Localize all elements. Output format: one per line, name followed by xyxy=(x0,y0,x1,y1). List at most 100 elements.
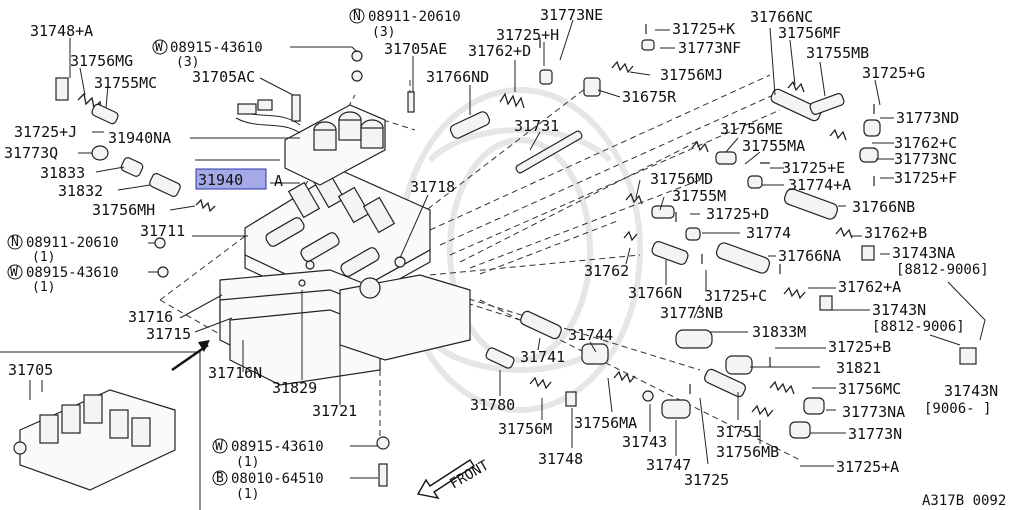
part-label-31743NA[interactable]: 31743NA xyxy=(892,244,955,262)
fastener-qty: (3) xyxy=(176,55,199,70)
part-label-31725B[interactable]: 31725+B xyxy=(828,338,891,356)
part-label-31755MA[interactable]: 31755MA xyxy=(742,137,805,155)
part-label-31773NA[interactable]: 31773NA xyxy=(842,403,905,421)
part-label-31773NE[interactable]: 31773NE xyxy=(540,6,603,24)
fastener-prefix: N xyxy=(353,9,361,24)
part-label-31756MB[interactable]: 31756MB xyxy=(716,443,779,461)
part-label-31762[interactable]: 31762 xyxy=(584,262,629,280)
part-label-31744[interactable]: 31744 xyxy=(568,326,613,344)
part-label-31762C[interactable]: 31762+C xyxy=(894,134,957,152)
part-label-31725D[interactable]: 31725+D xyxy=(706,205,769,223)
part-label-31718[interactable]: 31718 xyxy=(410,178,455,196)
highlighted-part-box[interactable] xyxy=(195,168,267,190)
fastener-prefix: B xyxy=(216,471,224,486)
part-label-31832[interactable]: 31832 xyxy=(58,182,103,200)
fastener-code: 08911-20610 xyxy=(26,235,119,251)
part-label-31741[interactable]: 31741 xyxy=(520,348,565,366)
part-label-31773NC[interactable]: 31773NC xyxy=(894,150,957,168)
part-label-31762B[interactable]: 31762+B xyxy=(864,224,927,242)
date-range-31743NA: [8812-9006] xyxy=(896,262,989,278)
part-label-31940A[interactable]: A xyxy=(274,172,283,190)
fastener-prefix: W xyxy=(10,265,18,280)
part-label-31766NC[interactable]: 31766NC xyxy=(750,8,813,26)
part-label-31773ND[interactable]: 31773ND xyxy=(896,109,959,127)
fastener-code: 08911-20610 xyxy=(368,9,461,25)
part-label-31756MH[interactable]: 31756MH xyxy=(92,201,155,219)
part-label-31756MC[interactable]: 31756MC xyxy=(838,380,901,398)
date-range-labels: [8812-9006] [8812-9006] [9006- ] xyxy=(872,262,991,417)
part-label-31705AE[interactable]: 31705AE xyxy=(384,40,447,58)
fastener-n-top[interactable]: N 08911-20610 (3) xyxy=(349,8,461,40)
part-label-31756MF[interactable]: 31756MF xyxy=(778,24,841,42)
part-label-31756MJ[interactable]: 31756MJ xyxy=(660,66,723,84)
part-label-31821[interactable]: 31821 xyxy=(836,359,881,377)
fastener-w-bottom[interactable]: W 08915-43610 (1) xyxy=(212,438,324,470)
part-label-31731[interactable]: 31731 xyxy=(514,117,559,135)
part-label-31748A[interactable]: 31748+A xyxy=(30,22,93,40)
part-label-31773NB[interactable]: 31773NB xyxy=(660,304,723,322)
part-label-31780[interactable]: 31780 xyxy=(470,396,515,414)
fastener-n-left[interactable]: N 08911-20610 (1) xyxy=(7,234,119,265)
solenoid-assembly xyxy=(235,99,386,186)
fastener-b-bottom[interactable]: B 08010-64510 (1) xyxy=(212,470,324,502)
part-label-31751[interactable]: 31751 xyxy=(716,423,761,441)
part-label-31755M[interactable]: 31755M xyxy=(672,187,726,205)
part-label-31725[interactable]: 31725 xyxy=(684,471,729,489)
part-label-31766ND[interactable]: 31766ND xyxy=(426,68,489,86)
part-label-31747[interactable]: 31747 xyxy=(646,456,691,474)
part-label-31715[interactable]: 31715 xyxy=(146,325,191,343)
fastener-w-left[interactable]: W 08915-43610 (1) xyxy=(7,264,119,295)
part-label-31721[interactable]: 31721 xyxy=(312,402,357,420)
fastener-code: 08915-43610 xyxy=(170,40,263,56)
part-label-31725K[interactable]: 31725+K xyxy=(672,20,735,38)
fastener-code: 08010-64510 xyxy=(231,471,324,487)
part-label-31756MG[interactable]: 31756MG xyxy=(70,52,133,70)
part-label-31762A[interactable]: 31762+A xyxy=(838,278,901,296)
date-range-31743N-2: [9006- ] xyxy=(924,401,991,417)
part-label-31762D[interactable]: 31762+D xyxy=(468,42,531,60)
part-label-31725G[interactable]: 31725+G xyxy=(862,64,925,82)
part-label-31755MB[interactable]: 31755MB xyxy=(806,44,869,62)
part-label-31756MA[interactable]: 31756MA xyxy=(574,414,637,432)
part-label-31773Q[interactable]: 31773Q xyxy=(4,144,58,162)
fastener-w-top[interactable]: W 08915-43610 (3) xyxy=(152,39,263,70)
part-label-31725E[interactable]: 31725+E xyxy=(782,159,845,177)
part-label-31940[interactable]: 31940 xyxy=(198,171,243,189)
part-label-31725C[interactable]: 31725+C xyxy=(704,287,767,305)
fastener-qty: (3) xyxy=(372,25,395,40)
part-label-31833M[interactable]: 31833M xyxy=(752,323,806,341)
part-label-31743N-2[interactable]: 31743N xyxy=(944,382,998,400)
part-label-31766NA[interactable]: 31766NA xyxy=(778,247,841,265)
part-label-31755MC[interactable]: 31755MC xyxy=(94,74,157,92)
part-label-31711[interactable]: 31711 xyxy=(140,222,185,240)
part-label-31725F[interactable]: 31725+F xyxy=(894,169,957,187)
part-label-31756ME[interactable]: 31756ME xyxy=(720,120,783,138)
part-label-31716[interactable]: 31716 xyxy=(128,308,173,326)
inset-valve-body xyxy=(13,380,176,491)
reference-code: A317B 0092 xyxy=(922,493,1006,509)
part-labels: 31748+A 31756MG 31755MC 31725+J 31773Q 3… xyxy=(4,6,998,489)
part-label-31743[interactable]: 31743 xyxy=(622,433,667,451)
part-label-31774A[interactable]: 31774+A xyxy=(788,176,851,194)
part-label-31756MD[interactable]: 31756MD xyxy=(650,170,713,188)
part-label-31705AC[interactable]: 31705AC xyxy=(192,68,255,86)
part-label-31705[interactable]: 31705 xyxy=(8,361,53,379)
part-label-31940NA[interactable]: 31940NA xyxy=(108,129,171,147)
part-label-31766N[interactable]: 31766N xyxy=(628,284,682,302)
part-label-31774[interactable]: 31774 xyxy=(746,224,791,242)
part-label-31829[interactable]: 31829 xyxy=(272,379,317,397)
part-label-31725H[interactable]: 31725+H xyxy=(496,26,559,44)
fastener-qty: (1) xyxy=(32,250,55,265)
part-label-31766NB[interactable]: 31766NB xyxy=(852,198,915,216)
part-label-31756M[interactable]: 31756M xyxy=(498,420,552,438)
part-label-31773N[interactable]: 31773N xyxy=(848,425,902,443)
part-label-31833[interactable]: 31833 xyxy=(40,164,85,182)
part-label-31725J[interactable]: 31725+J xyxy=(14,123,77,141)
part-label-31748[interactable]: 31748 xyxy=(538,450,583,468)
spring-parts xyxy=(77,60,853,418)
part-label-31725A[interactable]: 31725+A xyxy=(836,458,899,476)
part-label-31716N[interactable]: 31716N xyxy=(208,364,262,382)
part-label-31743N[interactable]: 31743N xyxy=(872,301,926,319)
part-label-31675R[interactable]: 31675R xyxy=(622,88,677,106)
part-label-31773NF[interactable]: 31773NF xyxy=(678,39,741,57)
